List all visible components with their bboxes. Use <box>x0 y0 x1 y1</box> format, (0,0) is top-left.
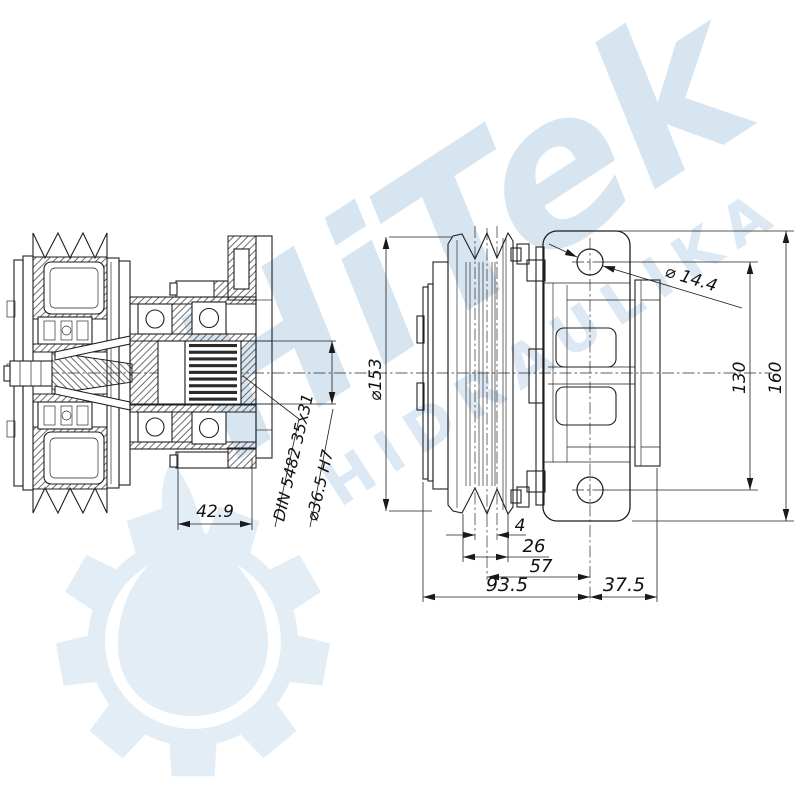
dim-hub-width: 42.9 <box>196 502 234 522</box>
bolt-head <box>526 259 546 282</box>
dim-mount-hole-spacing: 130 <box>730 362 750 394</box>
spline-teeth <box>189 344 237 401</box>
mounting-plate <box>542 230 631 522</box>
rotor-hatch <box>171 411 193 443</box>
bolt <box>510 247 522 262</box>
stud-hatch <box>213 280 229 298</box>
bearing-ball <box>145 417 165 437</box>
pulley-grooves-top <box>32 231 108 260</box>
dim-groove-pitch: 4 <box>515 516 526 536</box>
bearing-race <box>191 411 227 445</box>
roller <box>43 320 56 341</box>
rotor-hatch <box>129 333 257 342</box>
pulley-profile <box>447 231 514 516</box>
bearing-ball <box>145 309 165 329</box>
shaft-nut <box>3 365 11 382</box>
stud-bottom <box>175 451 229 469</box>
roller-ball <box>61 325 72 336</box>
dim-groove-span: 26 <box>523 536 546 557</box>
roller <box>76 320 89 341</box>
left-section-view <box>3 231 273 515</box>
pulley-groove-lines <box>456 238 507 510</box>
dim-rear-length: 37.5 <box>603 574 645 596</box>
roller-bearing-top <box>37 316 93 345</box>
body-slot-bottom <box>555 386 617 426</box>
housing-face <box>255 235 273 459</box>
rotor-hatch <box>129 404 257 413</box>
rotor-hatch <box>129 340 159 405</box>
right-side-view <box>416 226 661 602</box>
rotor-hatch <box>240 340 257 405</box>
rotor-hatch <box>171 303 193 335</box>
stud-head <box>169 454 178 468</box>
dim-pulley-diameter: ⌀153 <box>366 358 386 401</box>
rear-housing <box>634 279 661 467</box>
column-slot <box>233 248 250 290</box>
bolt-head <box>526 470 546 493</box>
roller <box>43 405 56 426</box>
backing-strip <box>535 246 545 506</box>
coil-bottom <box>43 431 105 485</box>
drop-icon <box>118 462 268 716</box>
bolt <box>510 489 522 504</box>
bolt <box>516 243 530 265</box>
roller <box>60 405 73 426</box>
pulley-grooves-bottom <box>32 486 108 515</box>
coil-bottom-inner <box>49 437 99 479</box>
bearing-ball <box>198 417 220 439</box>
stud-head <box>169 282 178 296</box>
roller-ball <box>61 410 72 421</box>
plate-tab <box>6 420 16 438</box>
coil-top-inner <box>49 267 99 309</box>
roller <box>60 320 73 341</box>
plate-tab <box>6 300 16 318</box>
roller <box>76 405 89 426</box>
roller-bearing-bottom <box>37 401 93 430</box>
front-tab <box>416 382 425 411</box>
spacer <box>157 340 186 405</box>
bolt <box>516 486 530 508</box>
coil-top <box>43 261 105 315</box>
dim-bracket-height: 160 <box>766 362 786 394</box>
bearing-ball <box>198 307 220 329</box>
dim-front-length: 93.5 <box>486 574 528 596</box>
front-tab <box>416 315 425 344</box>
dim-pulley-offset: 57 <box>530 556 553 577</box>
